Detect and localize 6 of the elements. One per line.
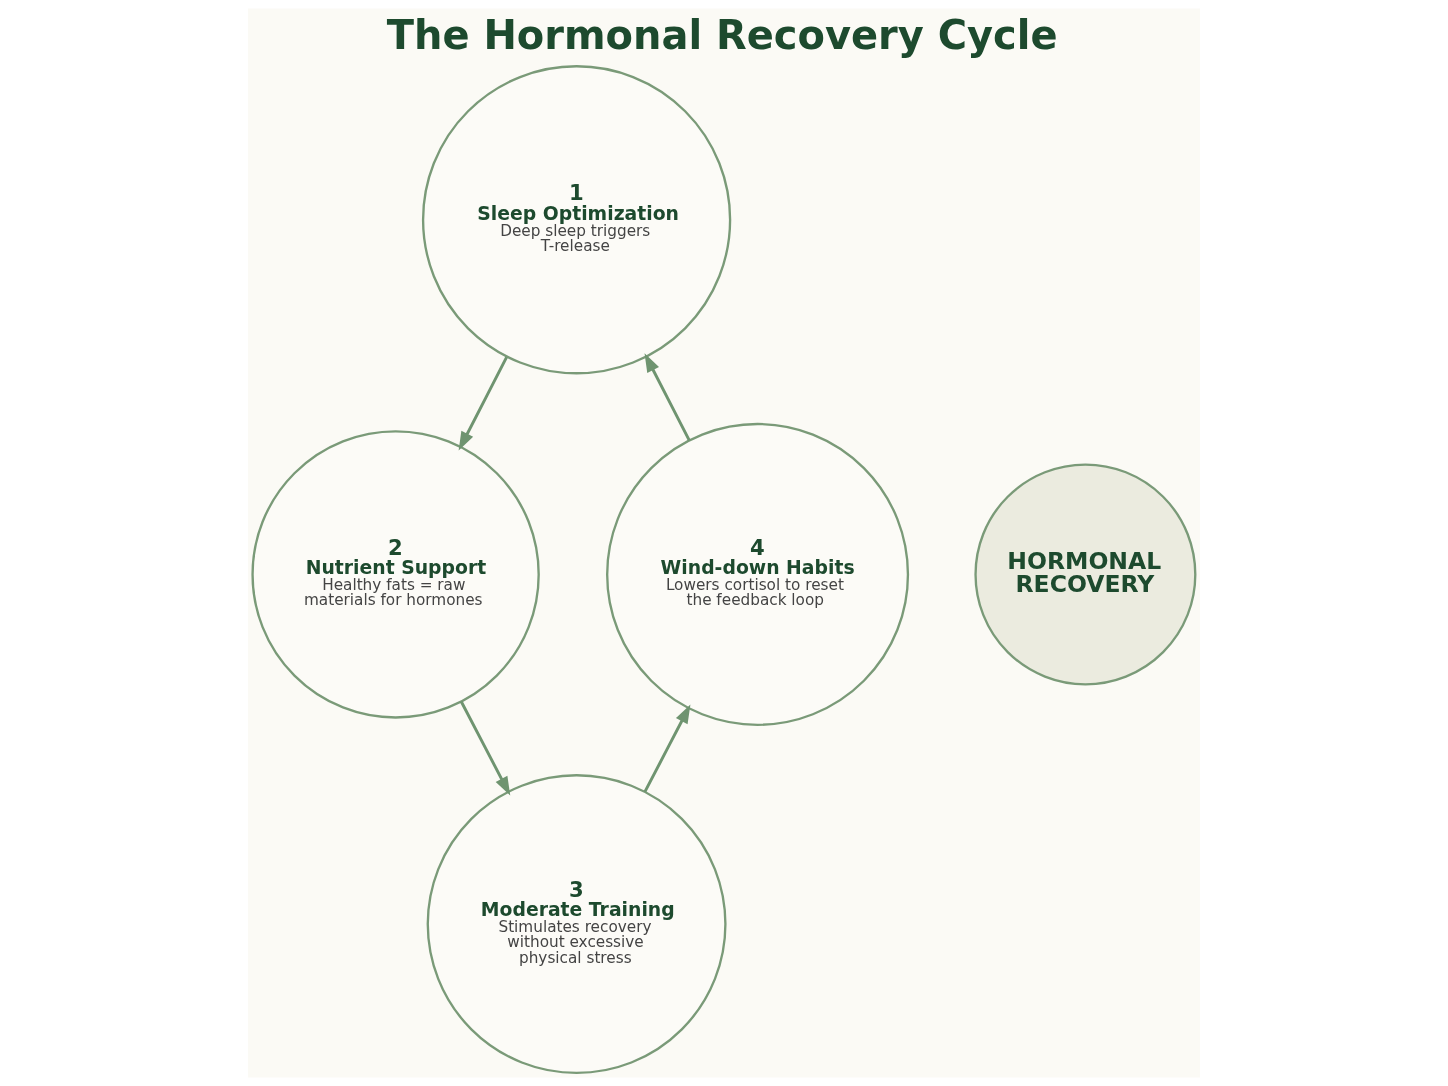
arrow [459,700,511,796]
node-circle: HORMONAL RECOVERY [974,463,1197,686]
arrow [458,356,508,451]
arrow [644,353,691,441]
diagram-title: The Hormonal Recovery Cycle [386,11,1058,58]
arrow [643,704,691,793]
